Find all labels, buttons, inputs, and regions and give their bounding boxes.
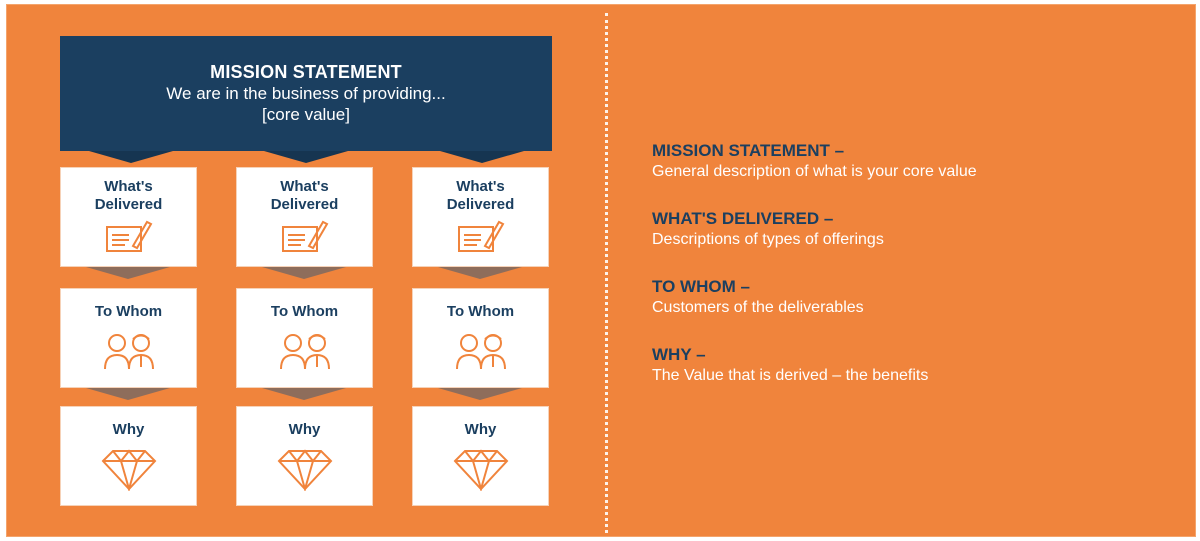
people-icon (237, 329, 372, 373)
card-title-line-2: Delivered (446, 196, 515, 213)
mission-statement-title: MISSION STATEMENT (210, 62, 402, 82)
card-title: Why (288, 421, 321, 438)
mission-statement-line-2: [core value] (262, 105, 350, 124)
card-title-line-1: What's (104, 178, 153, 195)
card-title: To Whom (94, 303, 163, 320)
people-icon (413, 329, 548, 373)
diamond-icon (413, 447, 548, 491)
document-pen-icon (237, 218, 372, 256)
connector-arrow (262, 388, 346, 400)
legend-heading: MISSION STATEMENT – (652, 141, 845, 160)
card-title: Why (112, 421, 145, 438)
legend-description: General description of what is your core… (652, 163, 977, 180)
card-title: To Whom (270, 303, 339, 320)
card-title: To Whom (446, 303, 515, 320)
legend-description: The Value that is derived – the benefits (652, 367, 929, 384)
card-title-line-2: Delivered (270, 196, 339, 213)
card-to-whom-3: To Whom (412, 288, 549, 388)
connector-arrow (438, 388, 522, 400)
legend-heading: WHY – (652, 345, 706, 364)
mission-statement-box: MISSION STATEMENT We are in the business… (60, 36, 552, 151)
dotted-divider (605, 13, 608, 533)
card-title-line-1: What's (280, 178, 329, 195)
legend-description: Customers of the deliverables (652, 299, 864, 316)
connector-arrow (89, 151, 173, 163)
connector-arrow (86, 388, 170, 400)
legend-heading: WHAT'S DELIVERED – (652, 209, 834, 228)
card-why-1: Why (60, 406, 197, 506)
people-icon (61, 329, 196, 373)
connector-arrow (86, 267, 170, 279)
card-why-2: Why (236, 406, 373, 506)
connector-arrow (440, 151, 524, 163)
card-title-line-2: Delivered (94, 196, 163, 213)
card-title: Why (464, 421, 497, 438)
card-whats-delivered-1: What's Delivered (60, 167, 197, 267)
legend-mission: MISSION STATEMENT – General description … (652, 140, 977, 182)
connector-arrow (438, 267, 522, 279)
diamond-icon (237, 447, 372, 491)
legend-why: WHY – The Value that is derived – the be… (652, 344, 928, 386)
card-to-whom-1: To Whom (60, 288, 197, 388)
legend-whats-delivered: WHAT'S DELIVERED – Descriptions of types… (652, 208, 884, 250)
legend-description: Descriptions of types of offerings (652, 231, 884, 248)
legend-to-whom: TO WHOM – Customers of the deliverables (652, 276, 864, 318)
card-whats-delivered-3: What's Delivered (412, 167, 549, 267)
card-title-line-1: What's (456, 178, 505, 195)
document-pen-icon (61, 218, 196, 256)
card-whats-delivered-2: What's Delivered (236, 167, 373, 267)
card-to-whom-2: To Whom (236, 288, 373, 388)
card-why-3: Why (412, 406, 549, 506)
connector-arrow (262, 267, 346, 279)
mission-statement-line-1: We are in the business of providing... (166, 84, 446, 103)
diamond-icon (61, 447, 196, 491)
connector-arrow (264, 151, 348, 163)
diagram-canvas: MISSION STATEMENT We are in the business… (6, 4, 1196, 537)
document-pen-icon (413, 218, 548, 256)
legend-heading: TO WHOM – (652, 277, 750, 296)
